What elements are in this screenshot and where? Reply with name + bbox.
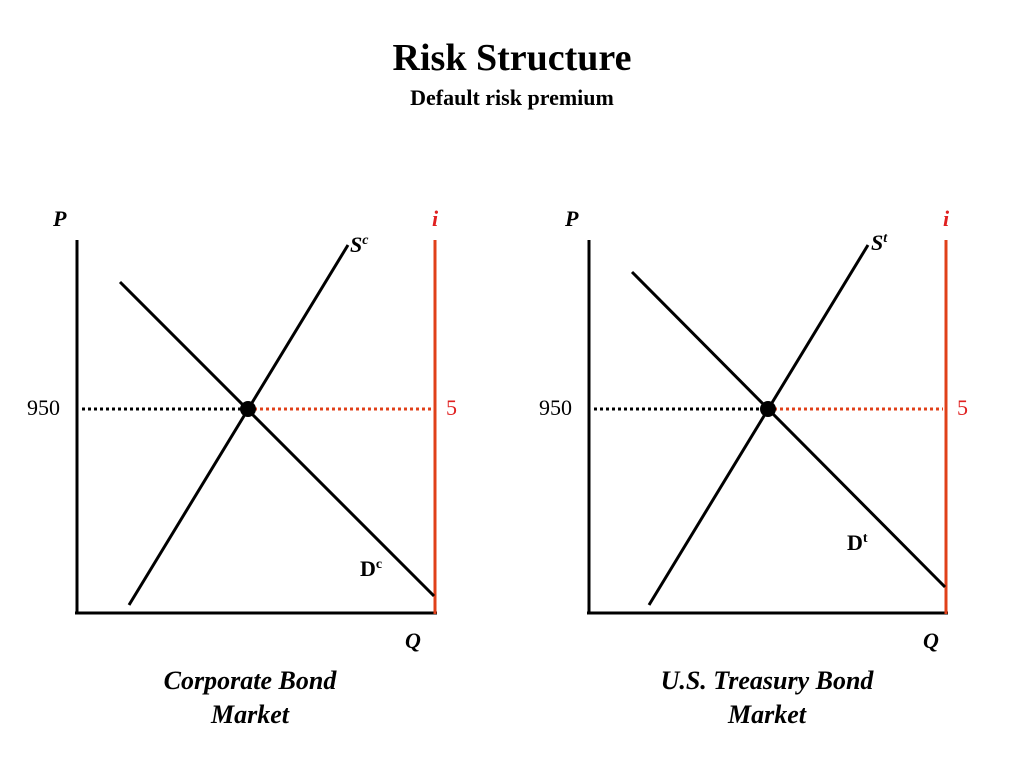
price-value-label: 950 <box>27 395 60 420</box>
supply-curve <box>127 244 350 606</box>
price-value-label: 950 <box>539 395 572 420</box>
equilibrium-point <box>760 401 776 417</box>
supply-curve-label: Sc <box>350 232 369 257</box>
caption-line: Market <box>211 700 289 729</box>
price-axis-label: P <box>564 206 579 231</box>
quantity-axis-label: Q <box>923 628 939 653</box>
caption-line: U.S. Treasury Bond <box>660 666 874 695</box>
interest-value-label: 5 <box>957 395 968 420</box>
equilibrium-point <box>240 401 256 417</box>
quantity-axis-label: Q <box>405 628 421 653</box>
corporate-bond-market-caption: Corporate Bond Market <box>100 664 400 732</box>
supply-curve-label: St <box>871 230 888 255</box>
slide-subtitle: Default risk premium <box>410 85 614 110</box>
price-axis-label: P <box>52 206 67 231</box>
demand-curve-label: Dt <box>847 530 868 555</box>
caption-line: Corporate Bond <box>163 666 337 695</box>
demand-curve <box>630 270 947 589</box>
demand-curve <box>118 280 436 598</box>
treasury-bond-market-caption: U.S. Treasury Bond Market <box>617 664 917 732</box>
interest-axis-label: i <box>943 206 950 231</box>
interest-value-label: 5 <box>446 395 457 420</box>
demand-curve-label: Dc <box>360 556 382 581</box>
supply-curve <box>647 244 870 606</box>
interest-axis-label: i <box>432 206 439 231</box>
caption-line: Market <box>728 700 806 729</box>
slide-title: Risk Structure <box>392 37 632 79</box>
